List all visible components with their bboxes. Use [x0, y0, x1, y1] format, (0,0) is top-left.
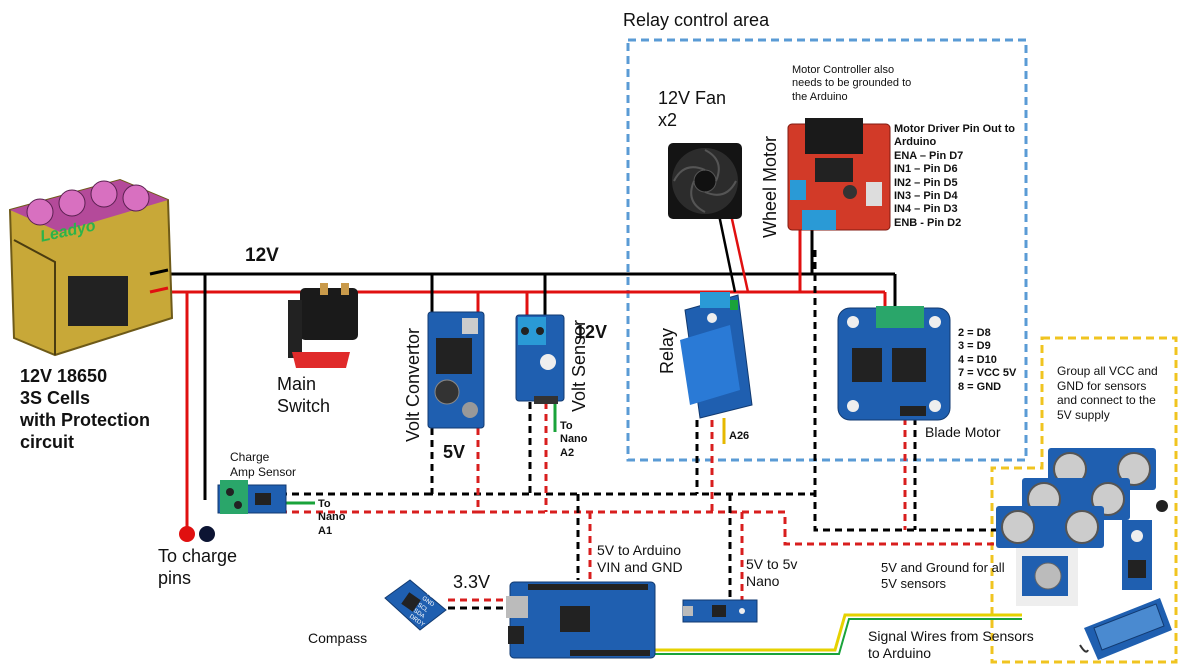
- compass-label: Compass: [308, 630, 368, 646]
- small-sensor: [1156, 500, 1168, 512]
- motor-controller-board: [787, 118, 891, 231]
- volt-sensor-signal-label: To Nano A2: [560, 420, 588, 459]
- sensors-power-label: 5V and Ground for all 5V sensors: [881, 560, 1005, 591]
- relay-board: [680, 292, 753, 419]
- motor-controller-note: Motor Controller also needs to be ground…: [792, 64, 912, 103]
- compass-board: [384, 579, 447, 631]
- arduino-nano-board: [682, 599, 758, 623]
- ultrasonic-sensors: [996, 448, 1156, 548]
- volt-converter-label: Volt Convertor: [403, 327, 423, 442]
- rail-12v-label: 12V: [245, 245, 279, 266]
- charge-pin-negative: [199, 526, 215, 542]
- sensor-signal-bus-green: [655, 618, 1022, 655]
- charge-sensor-signal-label: To Nano A1: [318, 498, 346, 537]
- battery-pack: [8, 178, 174, 357]
- relay-control-area-title: Relay control area: [623, 10, 770, 30]
- lcd-display: [1079, 598, 1172, 660]
- blade-driver-pins: 2 = D8 3 = D9 4 = D10 7 = VCC 5V 8 = GND: [958, 327, 1017, 393]
- fan-wire-black: [716, 209, 737, 293]
- arduino-mega-board: [506, 581, 656, 659]
- main-switch: [288, 283, 358, 368]
- sensor-module: [1122, 520, 1152, 590]
- nano-power-label: 5V to 5v Nano: [746, 556, 798, 590]
- volt-sensor-board: [515, 314, 565, 404]
- relay-pin-label: A26: [729, 430, 750, 442]
- blade-motor-driver-board: [837, 306, 951, 421]
- arduino-power-label: 5V to Arduino VIN and GND: [597, 542, 683, 576]
- sensor-group-area: [990, 336, 1178, 664]
- signal-wires-label: Signal Wires from Sensors to Arduino: [868, 628, 1034, 662]
- relay-label: Relay: [657, 327, 677, 374]
- fan-label: 12V Fan x2: [658, 88, 727, 130]
- volt-converter-board: [427, 311, 485, 429]
- charge-pin-positive: [179, 526, 195, 542]
- fan: [668, 143, 742, 219]
- relay-control-area: [626, 38, 1028, 462]
- charge-pins-label: To charge pins: [158, 546, 238, 588]
- five-volt-bus: [280, 250, 1000, 610]
- converter-5v-label: 5V: [443, 442, 466, 462]
- compass-voltage-label: 3.3V: [453, 572, 491, 592]
- sensor-signal-bus: [655, 613, 1022, 652]
- blade-motor-label: Blade Motor: [925, 424, 1001, 440]
- motor-driver-pins: Motor Driver Pin Out to Arduino ENA – Pi…: [894, 123, 1015, 229]
- charge-amp-sensor-label: Charge Amp Sensor: [230, 450, 297, 479]
- sensor-group-note: Group all VCC and GND for sensors and co…: [1057, 364, 1158, 422]
- battery-label: 12V 18650 3S Cells with Protection circu…: [20, 366, 150, 452]
- fan-wire-red: [728, 209, 750, 293]
- rtc-module: [1016, 548, 1078, 606]
- volt-sensor-12v-label: 12V: [575, 322, 608, 342]
- wheel-motor-label: Wheel Motor: [760, 135, 780, 238]
- main-switch-label: Main Switch: [277, 374, 331, 416]
- charge-amp-sensor-board: [217, 480, 287, 514]
